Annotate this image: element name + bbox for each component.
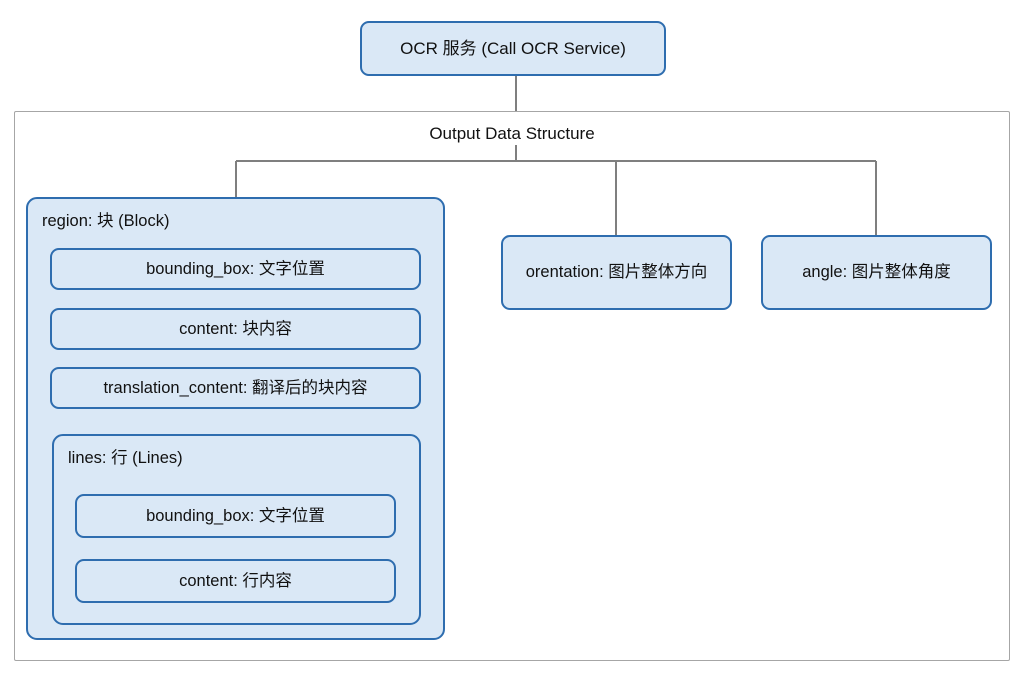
node-region-bounding-box[interactable]: bounding_box: 文字位置: [50, 248, 421, 290]
output-data-structure-frame: [14, 111, 1010, 661]
node-ocr-service[interactable]: OCR 服务 (Call OCR Service): [360, 21, 666, 76]
node-lines-block-label: lines: 行 (Lines): [68, 449, 183, 467]
node-region-block-label: region: 块 (Block): [42, 212, 170, 230]
node-orentation[interactable]: orentation: 图片整体方向: [501, 235, 732, 310]
node-region-translation-content[interactable]: translation_content: 翻译后的块内容: [50, 367, 421, 409]
output-data-structure-title: Output Data Structure: [429, 124, 595, 143]
node-lines-bounding-box[interactable]: bounding_box: 文字位置: [75, 494, 396, 538]
node-region-content[interactable]: content: 块内容: [50, 308, 421, 350]
node-angle[interactable]: angle: 图片整体角度: [761, 235, 992, 310]
node-lines-content[interactable]: content: 行内容: [75, 559, 396, 603]
